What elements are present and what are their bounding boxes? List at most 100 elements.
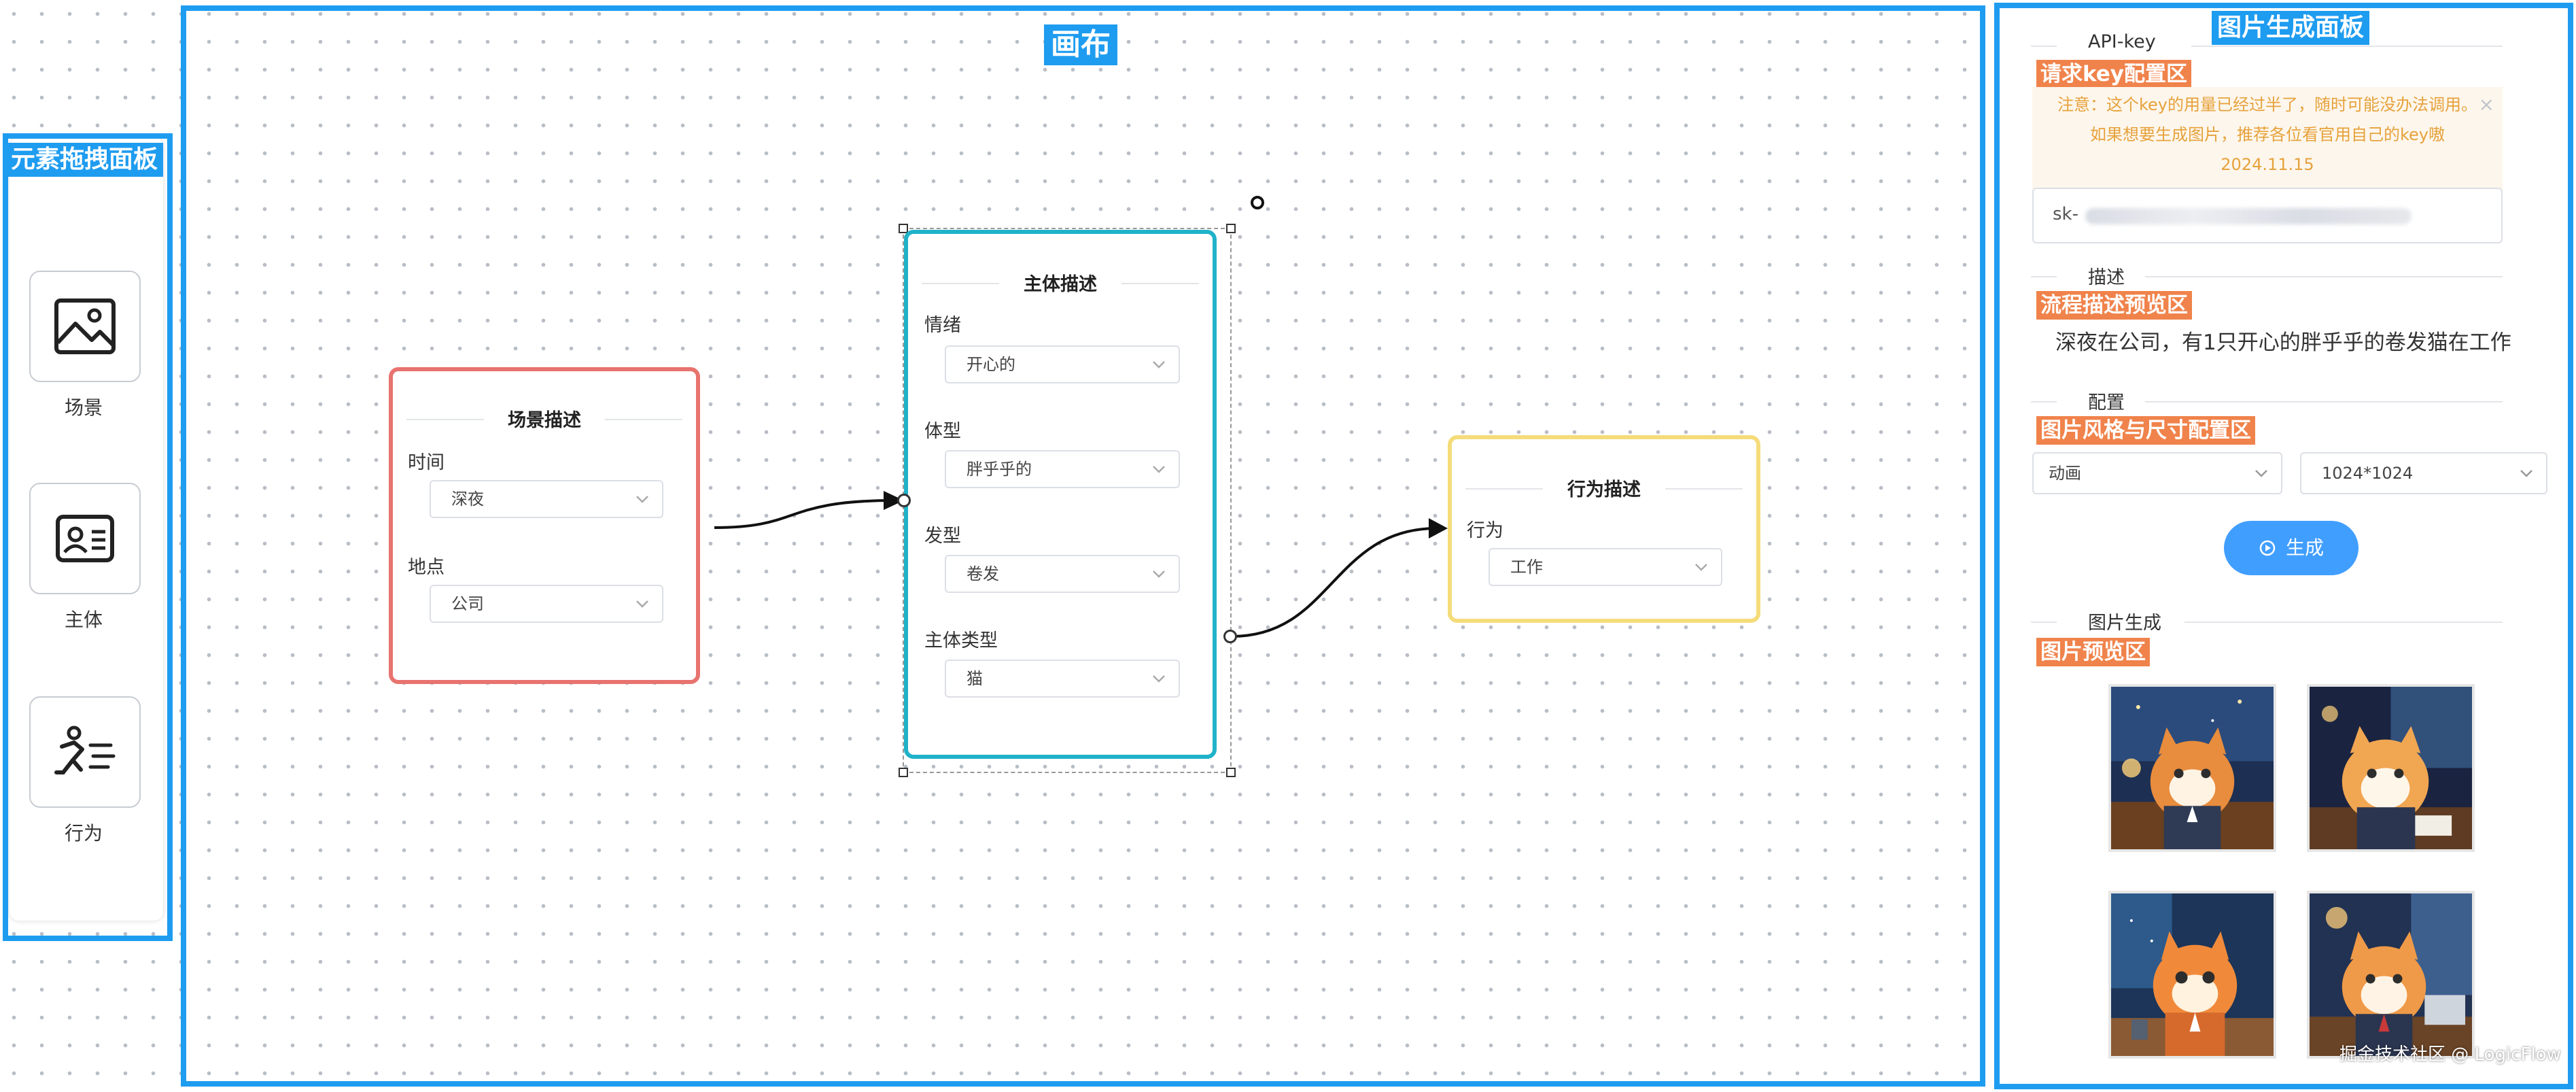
location-select-value: 公司 [451,594,484,613]
divider [2031,621,2057,623]
api-key-prefix: sk- [2053,204,2078,224]
images-section-tag: 图片预览区 [2036,638,2150,666]
resize-handle[interactable] [1226,768,1236,777]
divider [2191,46,2503,47]
api-key-section-title: API-key [2088,31,2156,52]
anchor-point[interactable] [1223,630,1237,643]
hair-select-value: 卷发 [967,564,999,583]
emotion-select[interactable]: 开心的 [945,345,1180,383]
palette-item-label: 场景 [64,396,103,419]
style-select-value: 动画 [2049,464,2081,483]
generate-panel-region-outline [1994,3,2573,1089]
generate-panel-region-label: 图片生成面板 [2212,11,2370,45]
scene-node[interactable]: 场景描述 时间 深夜 地点 公司 [389,367,700,684]
generated-image[interactable] [2307,891,2475,1059]
time-select-value: 深夜 [451,490,484,509]
api-key-blurred-value [2085,208,2412,224]
chevron-down-icon [636,496,648,503]
divider [2031,276,2057,277]
chevron-down-icon [2255,470,2267,477]
generated-image[interactable] [2307,684,2475,852]
play-circle-icon [2259,540,2276,556]
node-title: 行为描述 [1465,475,1743,501]
generate-button[interactable]: 生成 [2224,521,2359,575]
hair-select[interactable]: 卷发 [945,555,1180,593]
chevron-down-icon [636,600,648,608]
resize-handle[interactable] [1226,224,1236,233]
subject-node[interactable]: 主体描述 情绪 开心的 体型 胖乎乎的 发型 卷发 主体类型 猫 [904,230,1217,759]
palette-region-label: 元素拖拽面板 [5,143,164,177]
generated-image[interactable] [2108,684,2276,852]
location-select[interactable]: 公司 [430,585,663,623]
body-select-value: 胖乎乎的 [967,460,1032,479]
anchor-point[interactable] [897,494,911,507]
running-person-icon [54,726,116,774]
palette-region-outline [3,133,173,941]
field-label-body: 体型 [924,421,961,442]
generate-panel: API-key 请求key配置区 注意：这个key的用量已经过半了，随时可能没办… [1994,0,2576,1092]
generate-button-label: 生成 [2285,536,2324,559]
resize-handle[interactable] [899,224,908,233]
subject-type-select-value: 猫 [967,669,983,688]
watermark: 掘金技术社区 @ LogicFlow [2339,1044,2561,1065]
description-section-title: 描述 [2088,267,2125,288]
chevron-down-icon [2520,470,2533,477]
canvas-region-label: 画布 [1044,24,1117,65]
time-select[interactable]: 深夜 [430,480,663,518]
subject-type-select[interactable]: 猫 [945,660,1180,698]
notice-line-3: 2024.11.15 [2221,155,2314,174]
edge-scene-to-subject [714,499,895,529]
flow-description-text: 深夜在公司，有1只开心的胖乎乎的卷发猫在工作 [2055,330,2511,355]
field-label-action: 行为 [1467,520,1503,541]
divider [2031,46,2057,47]
edge-subject-to-action [1231,527,1438,638]
chevron-down-icon [1695,564,1707,571]
palette-item-subject[interactable]: 主体 [29,483,141,632]
palette-item-action[interactable]: 行为 [29,696,141,846]
canvas-region-outline [181,5,1985,1087]
image-icon [54,298,116,354]
images-section-title: 图片生成 [2088,613,2161,634]
edge-arrowhead [1429,518,1448,539]
resize-handle[interactable] [899,768,908,777]
notice-line-1: 注意：这个key的用量已经过半了，随时可能没办法调用。 [2057,95,2477,114]
field-label-time: 时间 [408,452,445,473]
chevron-down-icon [1153,361,1165,369]
palette-item-label: 主体 [64,609,103,631]
notice-line-2: 如果想要生成图片，推荐各位看官用自己的key嗷 [2089,125,2445,144]
api-key-section-tag: 请求key配置区 [2036,60,2192,88]
size-select[interactable]: 1024*1024 [2300,452,2547,494]
chevron-down-icon [1153,675,1165,683]
node-title: 主体描述 [922,269,1199,296]
field-label-emotion: 情绪 [924,315,961,336]
body-select[interactable]: 胖乎乎的 [945,450,1180,488]
chevron-down-icon [1153,570,1165,578]
usage-notice: 注意：这个key的用量已经过半了，随时可能没办法调用。 如果想要生成图片，推荐各… [2032,87,2503,193]
divider [2145,401,2503,403]
field-label-subject-type: 主体类型 [924,630,998,651]
description-section-tag: 流程描述预览区 [2036,291,2192,320]
generated-image[interactable] [2108,891,2276,1059]
field-label-location: 地点 [408,557,445,578]
close-icon[interactable]: × [2478,93,2494,116]
edges-layer [714,491,1448,638]
style-select[interactable]: 动画 [2032,452,2282,494]
size-select-value: 1024*1024 [2322,464,2414,483]
api-key-input[interactable]: sk- [2032,188,2503,243]
config-section-tag: 图片风格与尺寸配置区 [2036,416,2255,445]
emotion-select-value: 开心的 [967,355,1015,374]
rotate-handle[interactable] [1251,196,1264,209]
palette-item-scene[interactable]: 场景 [29,271,141,420]
divider [2031,401,2057,403]
action-node[interactable]: 行为描述 行为 工作 [1448,435,1760,623]
divider [2185,621,2503,623]
action-select[interactable]: 工作 [1489,548,1722,586]
element-palette: 场景 主体 行为 [10,137,163,921]
config-section-title: 配置 [2088,392,2125,413]
divider [2145,276,2503,277]
node-title: 场景描述 [406,405,682,432]
id-card-icon [56,515,114,562]
field-label-hair: 发型 [924,526,961,547]
edge-arrowhead [884,491,904,510]
chevron-down-icon [1153,466,1165,473]
